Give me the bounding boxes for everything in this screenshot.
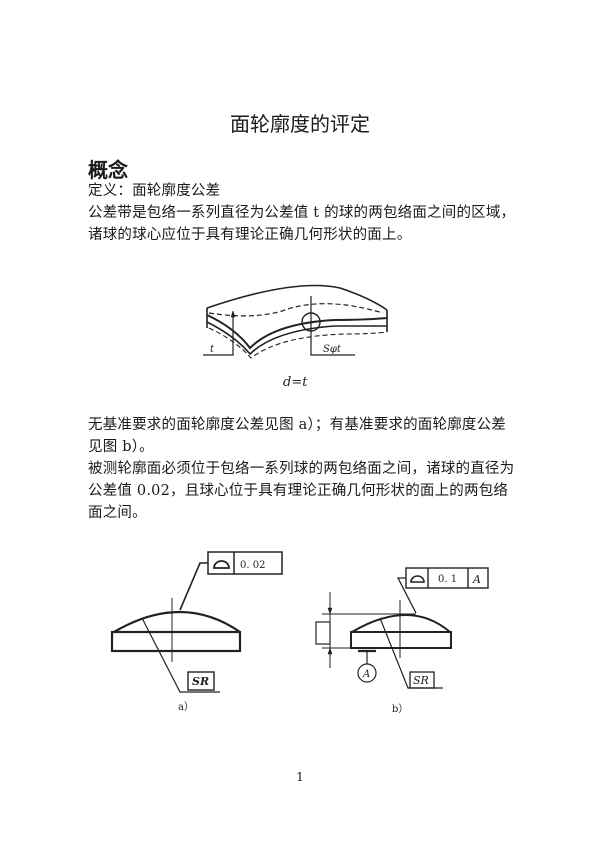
tolerance-zone-diagram: t Sφt d=t [203,284,388,390]
caption-b: b） [392,703,408,715]
section-heading: 概念 [88,158,128,182]
radius-label-a: SR [192,675,209,688]
page-title: 面轮廓度的评定 [230,112,370,136]
tolerance-zone-paragraph: 公差带是包络一系列直径为公差值 t 的球的两包络面之间的区域，诸球的球心应位于具… [88,205,516,243]
definition-paragraph: 定义：面轮廓度公差 [88,183,221,199]
caption-d-equals-t: d=t [283,375,308,390]
datum-label-b: A [362,669,370,680]
figure-reference-paragraph: 无基准要求的面轮廓度公差见图 a）；有基准要求的面轮廓度公差见图 b）。 [88,417,507,455]
page-number: 1 [296,770,304,784]
tolerance-value-b: 0. 1 [438,574,457,585]
tolerance-zone-figure: t Sφt d=t [195,268,405,398]
radius-label-b: SR [413,674,429,687]
surface-profile-icon [410,575,425,583]
figure-a: 0. 02 SR a） [92,540,292,715]
figure-b: 0. 1 A A SR b） [300,540,510,715]
datum-reference-b: A [472,573,481,586]
surface-profile-icon [213,560,230,569]
caption-a: a） [178,701,194,713]
label-sphere: Sφt [323,344,342,355]
tolerance-value-a: 0. 02 [240,560,265,571]
label-t: t [210,344,215,355]
measurement-paragraph: 被测轮廓面必须位于包络一系列球的两包络面之间，诸球的直径为公差值 0.02，且球… [88,461,515,521]
